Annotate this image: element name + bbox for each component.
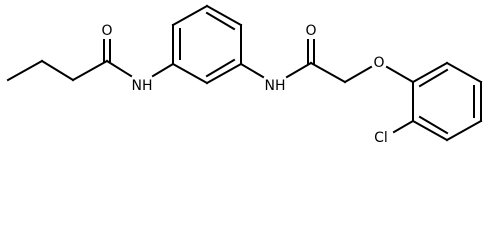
aryl-ring-edge-2 (411, 119, 449, 142)
aryl-ring-edge-6 (411, 61, 449, 84)
bond-c1-c2 (6, 59, 44, 82)
aryl-ring-double-3 (418, 115, 449, 135)
atom-nh-right: NH (265, 78, 286, 94)
bond-nh-left-ring (151, 62, 175, 78)
atom-o-ether: O (373, 55, 384, 71)
bond-c3-carbonyl-left (71, 59, 109, 82)
central-ring-double-3 (205, 58, 236, 78)
bond-ring-nh-right (239, 62, 265, 79)
bond-nh-right-carbonyl (285, 61, 313, 79)
bond-carbonyl-left-nh (105, 59, 133, 78)
central-ring-edge-3 (205, 4, 243, 27)
central-ring-edge-6 (171, 62, 209, 85)
aryl-ring-edge-3 (445, 119, 483, 142)
central-ring-double-2 (205, 11, 236, 31)
bond-c2-c3 (40, 59, 75, 82)
aryl-ring-edge-5 (445, 61, 483, 84)
aryl-ring-double-1 (418, 68, 449, 88)
bond-ring-cl (392, 119, 415, 134)
chemical-structure: O NH NH O O Cl (6, 4, 483, 146)
bond-o-ether-ring (385, 65, 415, 84)
atom-nh-left: NH (132, 78, 153, 94)
bond-carbonyl-right-ch2 (309, 61, 347, 84)
central-ring-edge-5 (205, 62, 243, 85)
atom-o-right: O (305, 23, 316, 39)
atom-o-left: O (101, 23, 112, 39)
atom-cl: Cl (374, 130, 388, 146)
central-ring-edge-2 (171, 4, 209, 27)
bond-ch2-o-ether (343, 65, 373, 84)
